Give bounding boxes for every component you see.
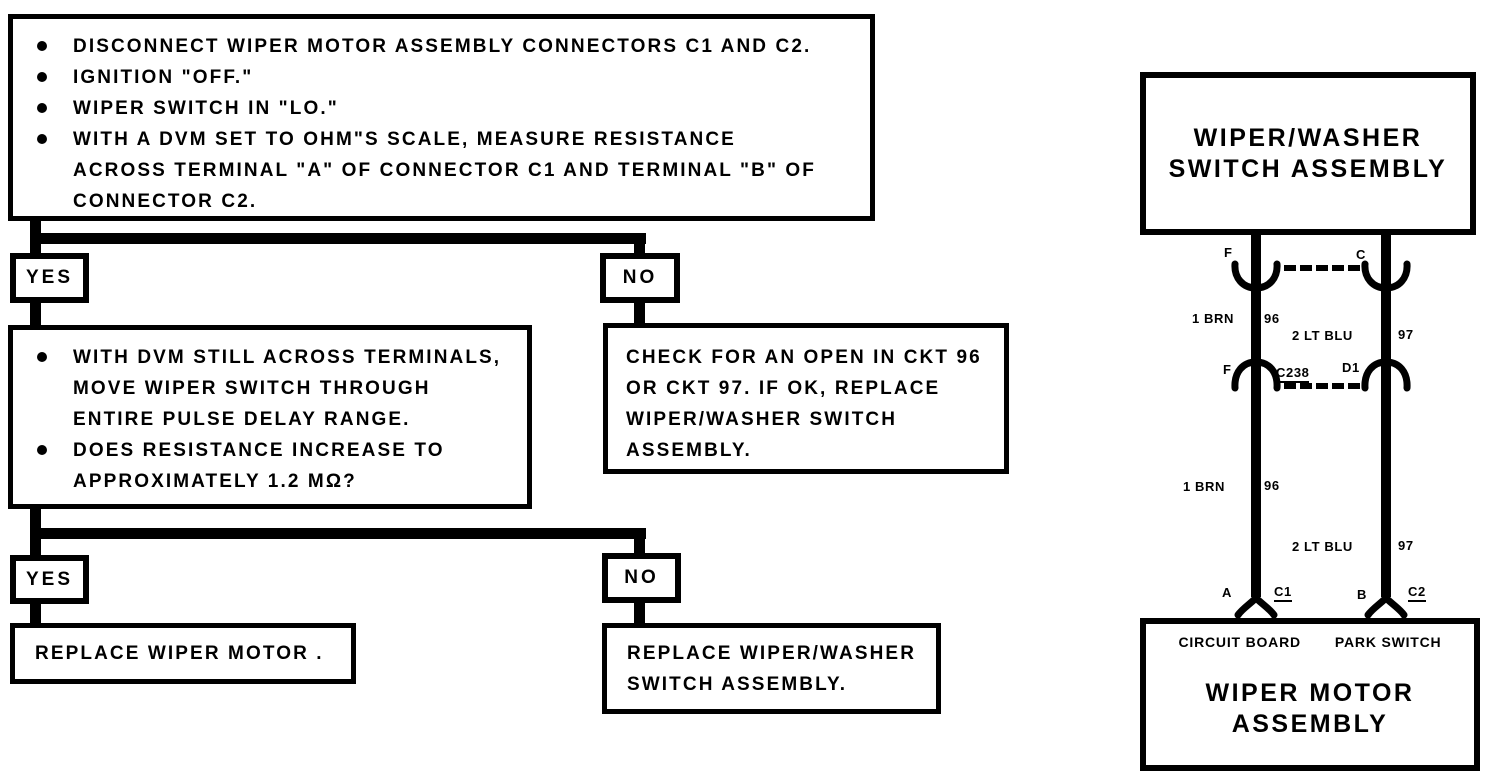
- terminal-label: D1: [1342, 360, 1360, 375]
- flow-line: [634, 601, 645, 625]
- step1-bullet-4: WITH A DVM SET TO OHM"S SCALE, MEASURE R…: [27, 124, 852, 217]
- branch2-no-label: NO: [624, 567, 659, 588]
- switch-assembly-box: WIPER/WASHER SWITCH ASSEMBLY: [1140, 72, 1476, 235]
- branch1-yes-label: YES: [25, 267, 74, 288]
- flow-line: [634, 240, 645, 255]
- step2-box: WITH DVM STILL ACROSS TERMINALS, MOVE WI…: [8, 325, 532, 509]
- circuit-number-label: 96: [1264, 478, 1280, 493]
- motor-assembly-box: CIRCUIT BOARD PARK SWITCH WIPER MOTOR AS…: [1140, 618, 1480, 771]
- step1-bullet-2-text: IGNITION "OFF.": [73, 67, 254, 88]
- check-open-text: CHECK FOR AN OPEN IN CKT 96 OR CKT 97. I…: [626, 347, 982, 461]
- replace-switch-box: REPLACE WIPER/WASHER SWITCH ASSEMBLY.: [602, 623, 941, 714]
- bullet-dot-icon: [37, 134, 47, 144]
- motor-assembly-inner: CIRCUIT BOARD PARK SWITCH WIPER MOTOR AS…: [1146, 624, 1474, 765]
- flow-line: [30, 528, 646, 539]
- wire-name-label: 1 BRN: [1183, 479, 1226, 494]
- step1-bullet-4-text: WITH A DVM SET TO OHM"S SCALE, MEASURE R…: [73, 129, 817, 212]
- step2-bullet-2: DOES RESISTANCE INCREASE TO APPROXIMATEL…: [27, 435, 509, 497]
- check-open-box: CHECK FOR AN OPEN IN CKT 96 OR CKT 97. I…: [603, 323, 1009, 474]
- step2-bullet-1: WITH DVM STILL ACROSS TERMINALS, MOVE WI…: [27, 342, 509, 435]
- connector-pair-dash: [1284, 265, 1360, 271]
- motor-connector-label: C1: [1274, 584, 1292, 602]
- step1-bullet-1-text: DISCONNECT WIPER MOTOR ASSEMBLY CONNECTO…: [73, 36, 812, 57]
- branch2-yes-box: YES: [10, 555, 89, 604]
- step1-box: DISCONNECT WIPER MOTOR ASSEMBLY CONNECTO…: [8, 14, 875, 221]
- step2-bullet-2-text: DOES RESISTANCE INCREASE TO APPROXIMATEL…: [73, 440, 445, 492]
- terminal-label: A: [1222, 585, 1232, 600]
- circuit-number-label: 97: [1398, 538, 1414, 553]
- connector-socket-icon: [1361, 260, 1411, 292]
- branch1-yes-box: YES: [10, 253, 89, 303]
- step1-bullet-3-text: WIPER SWITCH IN "LO.": [73, 98, 339, 119]
- terminal-label: F: [1224, 245, 1233, 260]
- bullet-dot-icon: [37, 352, 47, 362]
- connector-socket-icon: [1231, 260, 1281, 292]
- flow-line: [634, 535, 645, 555]
- wire-name-label: 1 BRN: [1192, 311, 1235, 326]
- connector-pair-dash: [1284, 383, 1360, 389]
- connector-fork-icon: [1364, 590, 1408, 618]
- step1-bullet-3: WIPER SWITCH IN "LO.": [27, 93, 852, 124]
- branch2-no-box: NO: [602, 553, 681, 603]
- switch-assembly-title: WIPER/WASHER SWITCH ASSEMBLY: [1168, 123, 1448, 183]
- branch1-no-label: NO: [622, 267, 658, 288]
- flow-line: [30, 233, 646, 244]
- replace-motor-box: REPLACE WIPER MOTOR .: [10, 623, 356, 684]
- circuit-number-label: 97: [1398, 327, 1414, 342]
- branch2-yes-label: YES: [25, 568, 74, 590]
- circuit-number-label: 96: [1264, 311, 1280, 326]
- motor-sublabels: CIRCUIT BOARD PARK SWITCH: [1146, 634, 1474, 650]
- bullet-dot-icon: [37, 445, 47, 455]
- flow-line: [634, 301, 645, 325]
- connector-plug-icon: [1361, 358, 1411, 392]
- motor-connector-label: C2: [1408, 584, 1426, 602]
- bullet-dot-icon: [37, 103, 47, 113]
- park-switch-label: PARK SWITCH: [1334, 634, 1442, 650]
- bullet-dot-icon: [37, 41, 47, 51]
- wire-name-label: 2 LT BLU: [1292, 328, 1353, 343]
- wire-ckt96: [1251, 234, 1261, 597]
- connector-fork-icon: [1234, 590, 1278, 618]
- terminal-label: B: [1357, 587, 1367, 602]
- circuit-board-label: CIRCUIT BOARD: [1178, 634, 1301, 650]
- terminal-label: F: [1223, 362, 1232, 377]
- motor-assembly-title: WIPER MOTOR ASSEMBLY: [1205, 679, 1415, 738]
- branch1-no-box: NO: [600, 253, 680, 303]
- step1-bullet-2: IGNITION "OFF.": [27, 62, 852, 93]
- flow-line: [30, 301, 41, 327]
- wire-name-label: 2 LT BLU: [1292, 539, 1353, 554]
- bullet-dot-icon: [37, 72, 47, 82]
- terminal-label: C: [1356, 247, 1366, 262]
- step1-bullet-1: DISCONNECT WIPER MOTOR ASSEMBLY CONNECTO…: [27, 31, 852, 62]
- inline-connector-label: C238: [1276, 365, 1310, 383]
- replace-switch-text: REPLACE WIPER/WASHER SWITCH ASSEMBLY.: [627, 642, 917, 695]
- step2-bullet-1-text: WITH DVM STILL ACROSS TERMINALS, MOVE WI…: [73, 347, 502, 430]
- flow-line: [30, 602, 41, 625]
- replace-motor-text: REPLACE WIPER MOTOR .: [35, 643, 324, 664]
- connector-plug-icon: [1231, 358, 1281, 392]
- wire-ckt97: [1381, 234, 1391, 597]
